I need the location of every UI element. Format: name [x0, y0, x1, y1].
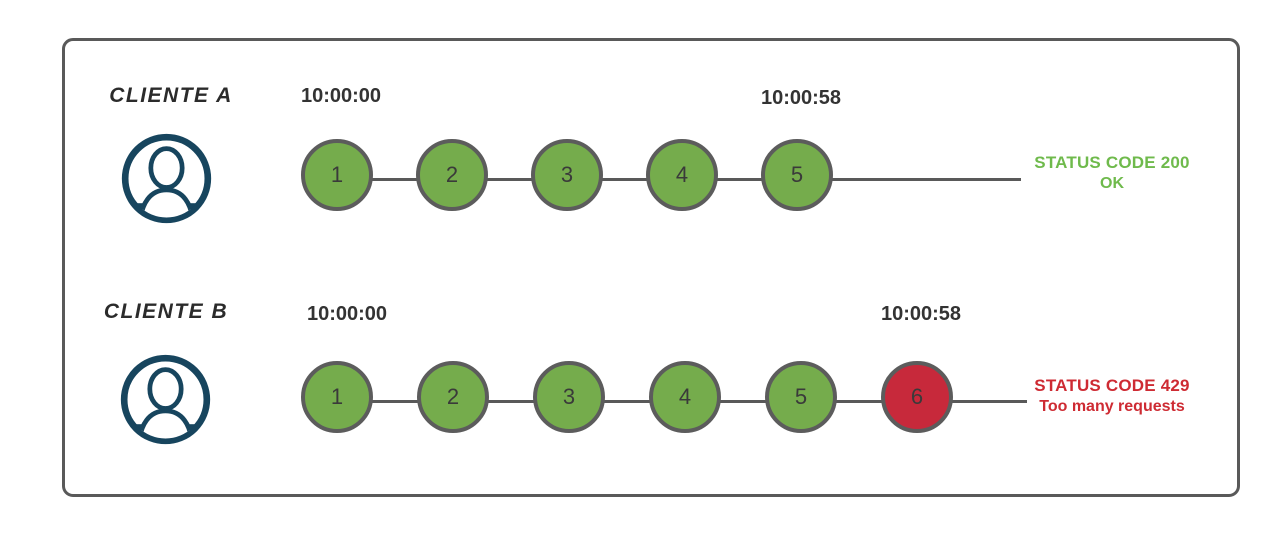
row-b-status-code: STATUS CODE 429	[1034, 376, 1190, 395]
request-circle-a-2: 2	[416, 139, 488, 211]
request-circle-b-4: 4	[649, 361, 721, 433]
row-b-start-timestamp: 10:00:00	[306, 303, 388, 325]
row-a-start-timestamp: 10:00:00	[300, 85, 382, 107]
row-b-end-timestamp: 10:00:58	[880, 303, 962, 325]
user-avatar-icon	[120, 354, 211, 445]
row-b-status-text: Too many requests	[1039, 398, 1185, 415]
row-a-status-code: STATUS CODE 200	[1034, 153, 1190, 172]
row-a-status-text: OK	[1100, 175, 1124, 192]
row-a-status-label: STATUS CODE 200 OK	[1026, 152, 1198, 194]
row-b-status-label: STATUS CODE 429 Too many requests	[1026, 375, 1198, 417]
request-circle-a-3: 3	[531, 139, 603, 211]
user-avatar-icon	[121, 133, 212, 224]
request-circle-b-1: 1	[301, 361, 373, 433]
row-a-end-timestamp: 10:00:58	[760, 87, 842, 109]
request-circle-b-6-blocked: 6	[881, 361, 953, 433]
request-circle-b-2: 2	[417, 361, 489, 433]
client-a-label: CLIENTE A	[109, 84, 233, 107]
diagram-frame	[62, 38, 1240, 497]
request-circle-a-1: 1	[301, 139, 373, 211]
request-circle-a-5: 5	[761, 139, 833, 211]
request-circle-b-3: 3	[533, 361, 605, 433]
request-circle-a-4: 4	[646, 139, 718, 211]
client-b-label: CLIENTE B	[103, 300, 229, 323]
request-circle-b-5: 5	[765, 361, 837, 433]
